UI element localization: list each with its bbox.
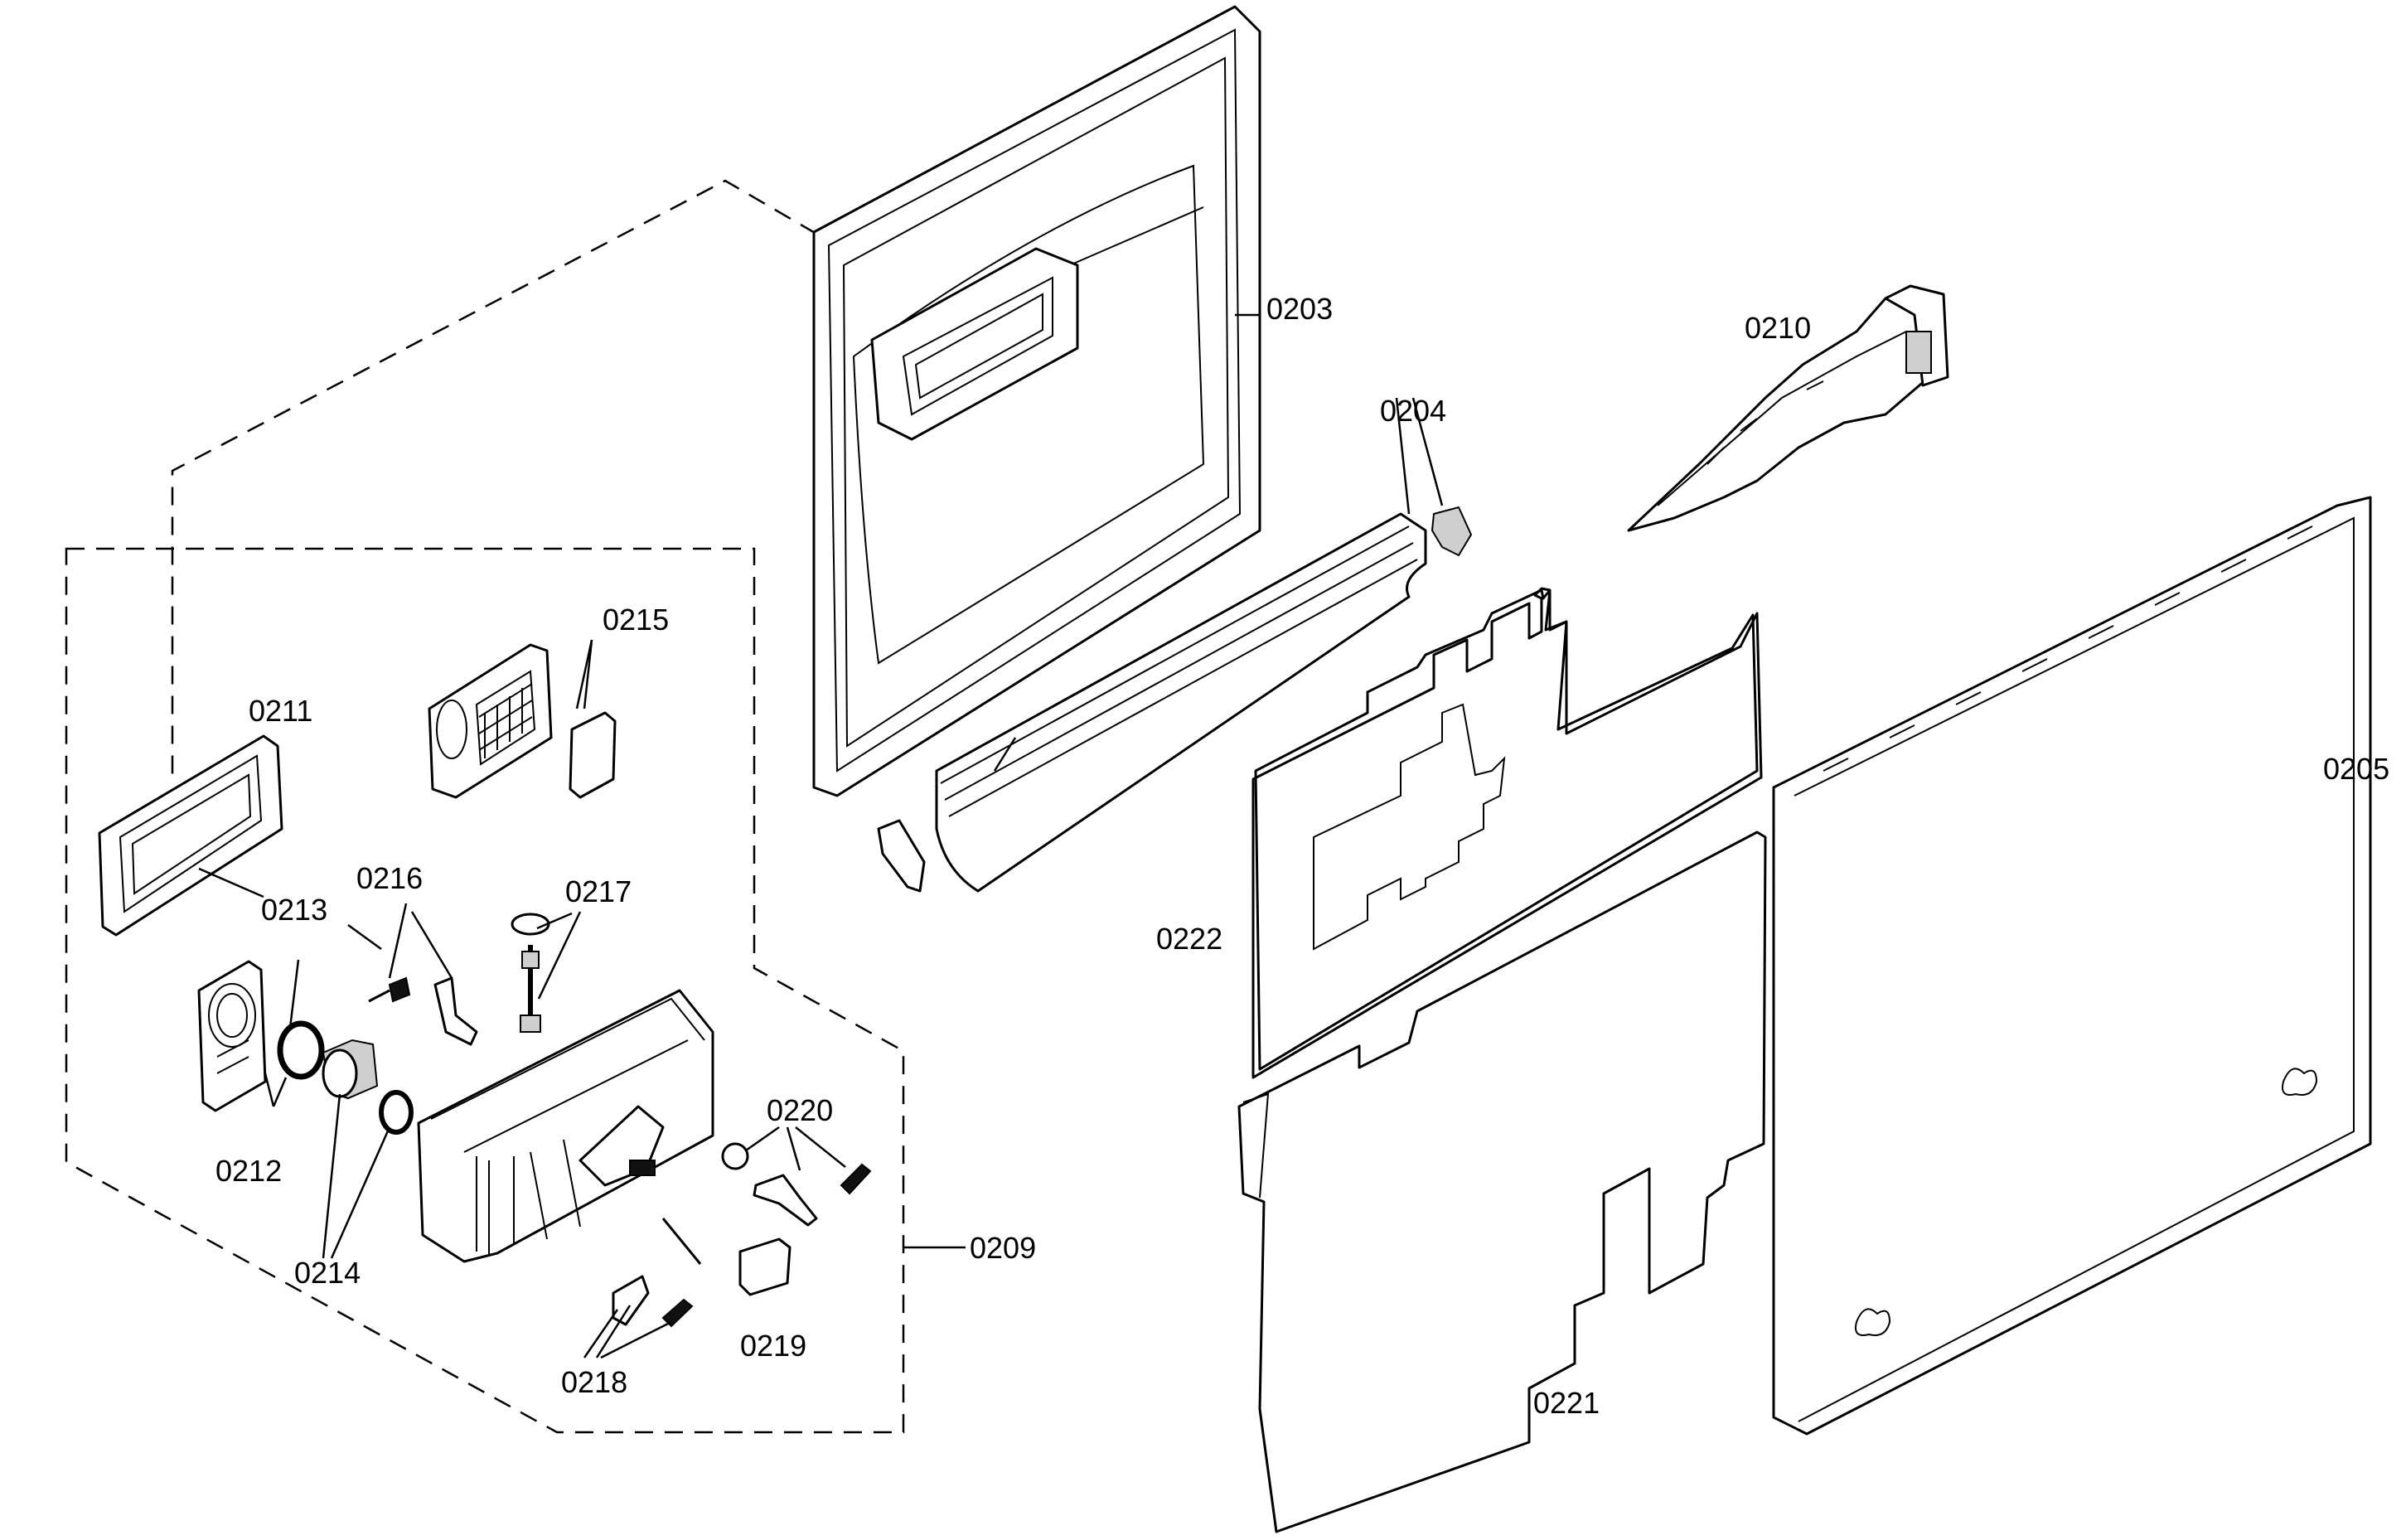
outer-door-panel — [1772, 496, 2372, 1436]
label-0220: 0220 — [767, 1093, 833, 1127]
label-0203: 0203 — [1266, 292, 1333, 326]
label-0213: 0213 — [261, 893, 327, 927]
rinse-aid-cover — [428, 643, 617, 799]
label-0209: 0209 — [970, 1231, 1036, 1265]
label-0216: 0216 — [356, 861, 423, 895]
inner-door-panel — [812, 5, 1261, 797]
dispenser-seals — [277, 1020, 414, 1135]
label-0218: 0218 — [561, 1365, 627, 1399]
label-0204: 0204 — [1380, 394, 1446, 428]
leader-lines — [198, 313, 1444, 1359]
upper-insulation-panel — [1251, 587, 1763, 1079]
detergent-dispenser-housing — [417, 989, 714, 1263]
door-bottom-rail — [877, 506, 1473, 893]
dispenser-spring-lever — [368, 976, 478, 1046]
label-0205: 0205 — [2323, 752, 2389, 786]
label-0221: 0221 — [1533, 1386, 1600, 1420]
label-0222: 0222 — [1156, 922, 1222, 956]
label-0211: 0211 — [249, 694, 312, 728]
label-0215: 0215 — [603, 603, 669, 637]
label-0210: 0210 — [1745, 311, 1811, 345]
group-boundary-0209 — [65, 547, 905, 1434]
lower-insulation-panel — [1237, 831, 1767, 1533]
door-hinge-bracket — [1627, 284, 1949, 532]
label-0219: 0219 — [740, 1329, 806, 1363]
part-labels: 0203 0204 0205 0209 0210 0211 0212 0213 … — [215, 292, 2389, 1420]
label-0214: 0214 — [294, 1256, 361, 1290]
dispenser-cap — [197, 960, 267, 1112]
dispenser-window-frame — [98, 734, 283, 937]
dispenser-small-parts — [612, 1142, 872, 1328]
label-0217: 0217 — [565, 874, 632, 908]
dispenser-valve-pin — [511, 913, 550, 1033]
label-0212: 0212 — [215, 1154, 282, 1188]
